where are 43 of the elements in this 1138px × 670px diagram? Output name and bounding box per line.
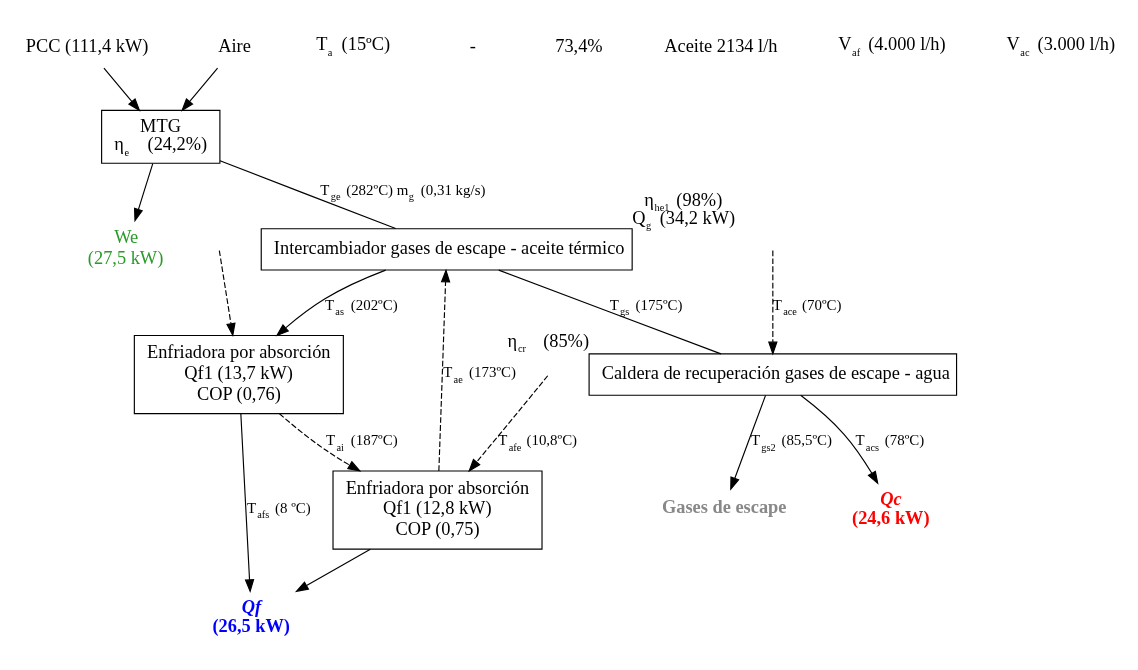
arrow: [438, 268, 451, 472]
arrow: [800, 394, 879, 485]
arrow: [294, 548, 371, 592]
arrow: [275, 269, 387, 337]
node-text: Qf (26,5 kW): [212, 596, 290, 636]
node-box: Enfriadora por absorción Qf1 (13,7 kW) COP (0,76): [133, 334, 344, 414]
arrow: [730, 394, 767, 491]
edge-label: T$_{ge}$ (282ºC) m$_{g}$ (0,31 kg/s): [320, 181, 486, 202]
edge-label: T$_{ae}$ (173ºC): [443, 363, 516, 385]
arrow: [181, 67, 219, 112]
node-label: η$_{cr}$ (85%): [507, 330, 590, 354]
arrow: [240, 412, 255, 593]
node-text: We (27,5 kW): [87, 226, 164, 268]
node-box: MTG η$_{e}$ (24,2%): [101, 109, 221, 164]
arrow: [218, 249, 236, 337]
edge-label: T$_{afs}$ (8 ºC): [246, 499, 311, 520]
edge-label: T$_{afe}$ (10,8ºC): [498, 431, 578, 453]
node-box: Intercambiador gases de escape - aceite térmico: [260, 227, 633, 271]
connector: [498, 269, 722, 354]
label: -: [469, 35, 476, 56]
label: T$_{a}$ (15ºC): [316, 33, 391, 58]
arrow: [278, 412, 362, 472]
node-box: Caldera de recuperación gases de escape - agua: [588, 352, 958, 396]
connector: [219, 159, 397, 229]
node-text: Qc (24,6 kW): [852, 488, 930, 528]
node-text: Gases de escape: [662, 496, 787, 517]
edge-label: T$_{acs}$ (78ºC): [855, 431, 925, 453]
edge-label: T$_{ace}$ (70ºC): [772, 296, 842, 317]
edge-label: T$_{ai}$ (187ºC): [326, 431, 398, 453]
label: 73,4%: [555, 35, 603, 56]
arrow: [768, 249, 778, 355]
label: V$_{af}$ (4.000 l/h): [838, 33, 946, 58]
label: Aceite 2134 l/h: [664, 35, 778, 56]
edge-label: T$_{as}$ (202ºC): [324, 296, 398, 317]
node-box: Enfriadora por absorción Qf1 (12,8 kW) COP (0,75): [332, 469, 543, 550]
arrow: [468, 374, 549, 472]
node-text: Aire: [218, 35, 251, 56]
node-text: PCC (111,4 kW): [25, 35, 149, 56]
edge-label: T$_{gs}$ (175ºC): [609, 296, 683, 317]
label: V$_{ac}$ (3.000 l/h): [1006, 33, 1116, 58]
arrow: [133, 162, 154, 222]
arrow: [103, 67, 141, 112]
edge-label: T$_{gs2}$ (85,5ºC): [751, 431, 833, 453]
